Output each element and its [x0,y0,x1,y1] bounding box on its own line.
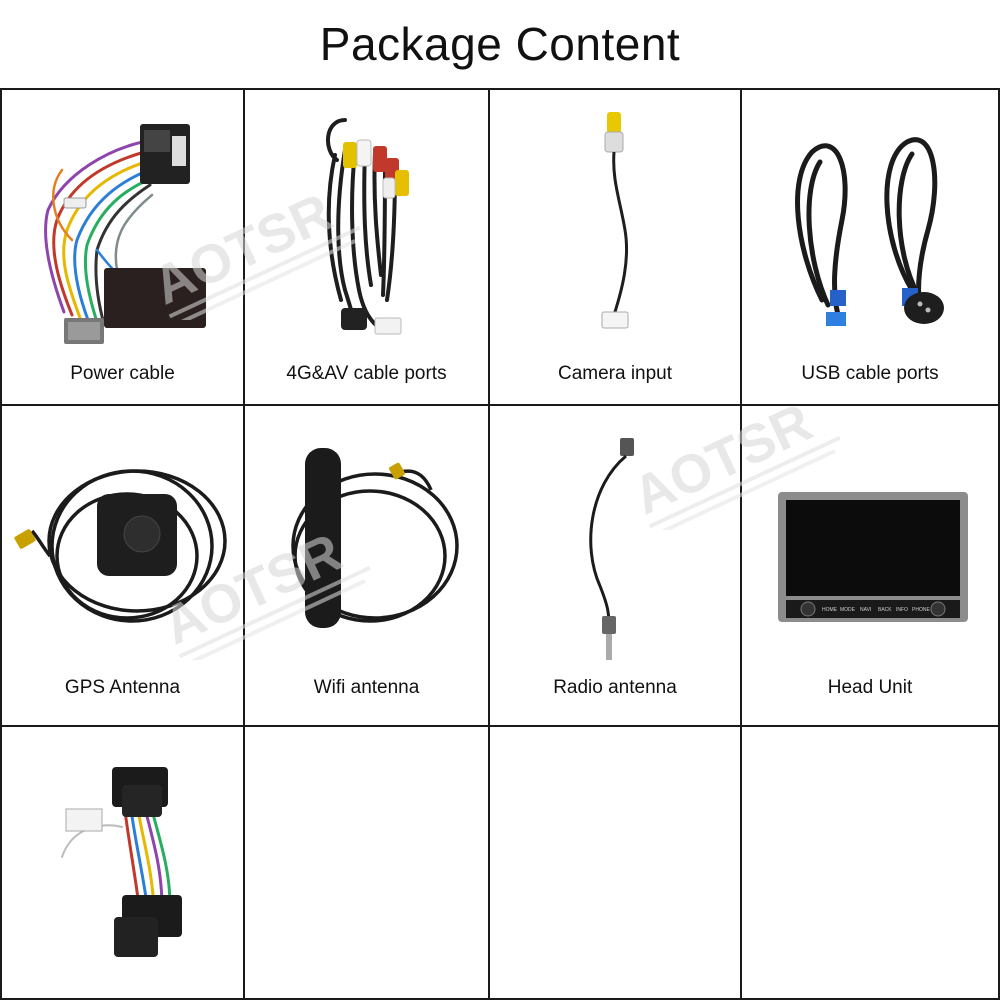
package-item-gps-antenna: GPS Antenna [0,406,245,727]
camera-input-cable-icon [601,112,629,329]
page-title: Package Content [319,18,681,70]
item-label: 4G&AV cable ports [286,363,447,384]
item-label: GPS Antenna [64,677,181,698]
package-item-usb-cable: USB cable ports [742,88,1000,406]
gps-antenna-icon [14,469,227,623]
connector-block [341,308,367,330]
can-bus-box [104,268,206,328]
radio-antenna-icon [589,438,634,660]
item-label: Wifi antenna [313,677,420,698]
head-unit-screen [786,500,960,596]
rca-plugs [343,139,409,199]
hu-button-mode: MODE [840,607,856,613]
rca-av-cable-icon [325,118,409,335]
item-label: Power cable [70,363,175,384]
item-label: Radio antenna [553,677,677,698]
package-item-head-unit: HOME MODE NAVI BACK INFO PHONE Head Unit [742,406,1000,727]
adapter-harness-icon [61,767,182,957]
hu-button-info: INFO [896,607,908,613]
package-item-av-cable: 4G&AV cable ports [245,88,490,406]
package-item-camera-input: Camera input [490,88,742,406]
package-item-wifi-antenna: Wifi antenna [245,406,490,727]
usb-cable-icon [795,137,944,326]
empty-cell [490,727,742,1000]
hu-button-phone: PHONE [912,607,930,613]
package-grid: Power cable [0,88,1000,1000]
package-item-power-cable: Power cable [0,88,245,406]
item-label: Head Unit [827,677,913,698]
empty-cell [245,727,490,1000]
empty-cell [742,727,1000,1000]
package-item-radio-antenna: Radio antenna [490,406,742,727]
package-item-adapter-harness [0,727,245,1000]
power-cable-harness-icon [44,124,206,344]
antenna-mast [305,448,341,628]
item-label: Camera input [557,363,673,384]
hu-button-navi: NAVI [860,607,871,613]
head-unit-icon: HOME MODE NAVI BACK INFO PHONE [778,492,968,622]
hu-button-back: BACK [878,607,892,613]
wifi-antenna-icon [291,448,459,628]
hu-button-home: HOME [822,607,838,613]
item-label: USB cable ports [801,363,939,384]
